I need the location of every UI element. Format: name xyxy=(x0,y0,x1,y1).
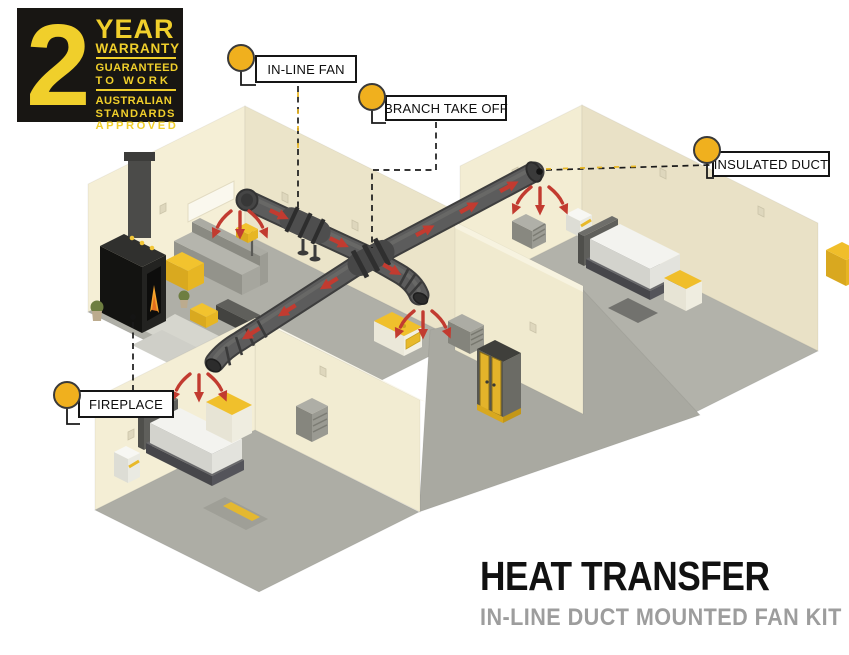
page-subtitle: IN-LINE DUCT MOUNTED FAN KIT xyxy=(480,604,842,631)
leader-lines xyxy=(66,70,714,425)
warranty-badge: 2 YEAR WARRANTY GUARANTEED TO WORK AUSTR… xyxy=(17,0,183,132)
callout-marker-icon xyxy=(358,83,386,111)
page-title: HEAT TRANSFER xyxy=(480,553,770,599)
middle-room xyxy=(374,221,701,513)
callout-in-line-fan-label: IN-LINE FAN xyxy=(267,61,345,77)
callout-marker-icon xyxy=(227,44,255,72)
badge-to-work: TO WORK xyxy=(95,75,176,91)
callout-in-line-fan: IN-LINE FAN xyxy=(255,55,357,83)
badge-number: 2 xyxy=(26,0,91,130)
callout-branch-take-off-label: BRANCH TAKE OFF xyxy=(384,100,508,116)
callout-insulated-duct-label: INSULATED DUCT xyxy=(713,156,829,172)
badge-warranty: WARRANTY xyxy=(95,41,179,59)
badge-year: YEAR xyxy=(95,14,175,44)
airflow-arrows xyxy=(170,181,569,403)
callout-marker-icon xyxy=(693,136,721,164)
badge-approved: APPROVED xyxy=(95,120,179,132)
title-block: HEAT TRANSFER IN-LINE DUCT MOUNTED FAN K… xyxy=(480,553,849,632)
callout-marker-icon xyxy=(53,381,81,409)
callout-fireplace: FIREPLACE xyxy=(78,390,174,418)
badge-australian: AUSTRALIAN xyxy=(95,95,173,107)
callout-insulated-duct: INSULATED DUCT xyxy=(712,151,830,177)
badge-guaranteed: GUARANTEED xyxy=(95,62,179,74)
callout-branch-take-off: BRANCH TAKE OFF xyxy=(384,95,508,121)
badge-standards: STANDARDS xyxy=(95,107,176,120)
callout-fireplace-label: FIREPLACE xyxy=(88,396,164,412)
